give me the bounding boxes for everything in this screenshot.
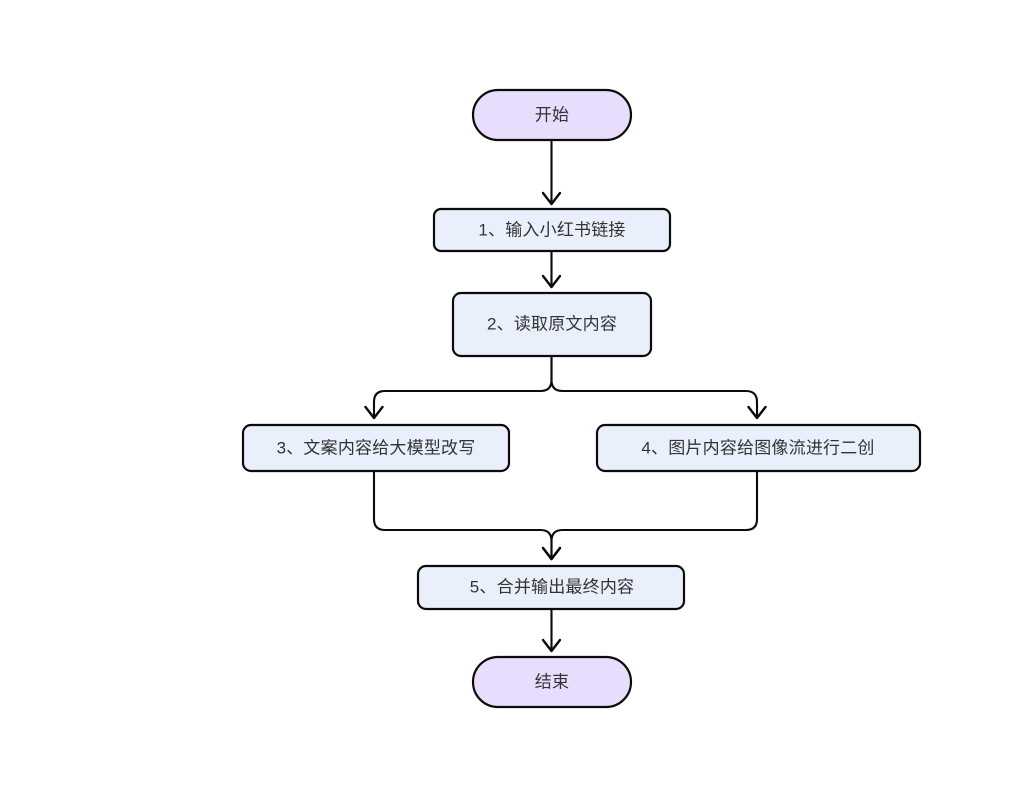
node-end-shape bbox=[471, 655, 633, 709]
edge-layer bbox=[364, 140, 767, 653]
node-end-label: 结束 bbox=[535, 672, 569, 691]
edge-step2-to-step4 bbox=[550, 356, 767, 420]
node-step2[interactable]: 2、读取原文内容 bbox=[451, 291, 653, 358]
node-end[interactable]: 结束 bbox=[471, 655, 633, 709]
node-start-shape bbox=[471, 88, 633, 142]
edge-step4-to-step5 bbox=[541, 471, 759, 561]
edge-step2-to-step3 bbox=[364, 356, 553, 420]
node-step4[interactable]: 4、图片内容给图像流进行二创 bbox=[595, 423, 922, 473]
edge-step1-to-step2 bbox=[541, 251, 562, 289]
node-step1-label: 1、输入小红书链接 bbox=[478, 220, 625, 239]
edge-step5-to-end bbox=[541, 609, 562, 653]
node-step5[interactable]: 5、合并输出最终内容 bbox=[416, 564, 686, 611]
node-start[interactable]: 开始 bbox=[471, 88, 633, 142]
node-step3[interactable]: 3、文案内容给大模型改写 bbox=[241, 423, 511, 473]
edge-start-to-step1 bbox=[541, 140, 562, 206]
node-layer: 开始 1、输入小红书链接 2、读取原文内容 3、文案内容给大模型改写 4、图片内… bbox=[241, 88, 922, 709]
node-step5-label: 5、合并输出最终内容 bbox=[470, 577, 634, 596]
node-step2-shape bbox=[451, 291, 653, 358]
node-step1[interactable]: 1、输入小红书链接 bbox=[432, 207, 672, 253]
node-step3-shape bbox=[241, 423, 511, 473]
node-start-label: 开始 bbox=[535, 105, 569, 124]
node-step2-label: 2、读取原文内容 bbox=[487, 314, 617, 333]
node-step4-shape bbox=[595, 423, 922, 473]
node-step1-shape bbox=[432, 207, 672, 253]
node-step5-shape bbox=[416, 564, 686, 611]
edge-step3-to-step5 bbox=[372, 471, 562, 561]
node-step4-label: 4、图片内容给图像流进行二创 bbox=[641, 438, 874, 457]
node-step3-label: 3、文案内容给大模型改写 bbox=[277, 438, 476, 457]
